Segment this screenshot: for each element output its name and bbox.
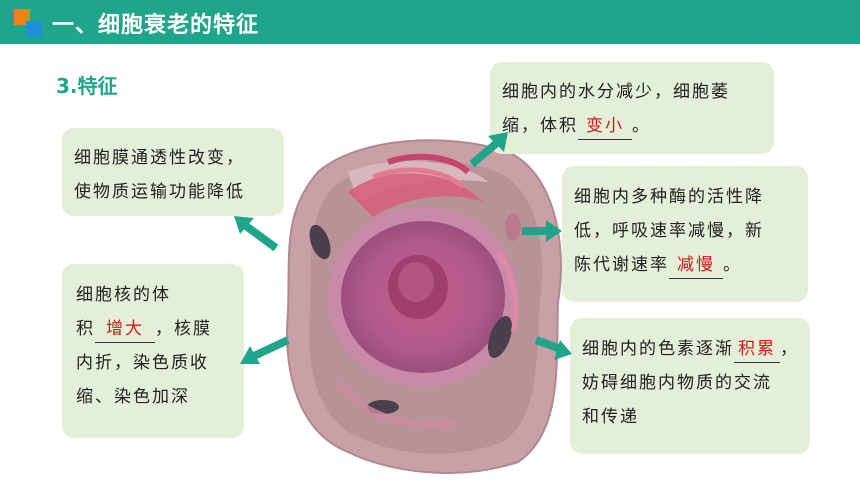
nucleus-line-1: 细胞核的体 (76, 285, 171, 305)
feature-box-water: 细胞内的水分减少，细胞萎 缩，体积变小。 (490, 62, 774, 154)
arrow-to-pigment (534, 336, 572, 360)
arrow-to-nucleus (240, 336, 290, 364)
water-line-2-post: 。 (632, 116, 651, 136)
arrow-to-membrane (234, 216, 279, 252)
section-label: 3.特征 (56, 74, 118, 98)
pigment-answer: 积累 (734, 336, 780, 363)
pigment-line-3: 和传递 (582, 407, 639, 427)
nucleus-line-3: 内折，染色质收 (76, 353, 209, 373)
feature-box-enzyme: 细胞内多种酶的活性降 低，呼吸速率减慢，新 陈代谢速率减慢。 (562, 166, 808, 302)
page-title: 一、细胞衰老的特征 (52, 13, 260, 38)
water-line-1: 细胞内的水分减少，细胞萎 (502, 82, 730, 102)
pigment-line-2: 妨碍细胞内物质的交流 (582, 373, 772, 393)
arrow-to-enzyme (522, 220, 562, 242)
membrane-line-2: 使物质运输功能降低 (74, 182, 245, 202)
enzyme-answer: 减慢 (669, 252, 723, 279)
feature-box-nucleus: 细胞核的体 积增大，核膜 内折，染色质收 缩、染色加深 (62, 264, 244, 438)
enzyme-line-3-pre: 陈代谢速率 (574, 255, 669, 275)
arrow-to-water (469, 132, 508, 168)
feature-box-pigment: 细胞内的色素逐渐积累， 妨碍细胞内物质的交流 和传递 (570, 318, 810, 454)
title-bar: 一、细胞衰老的特征 (0, 0, 860, 44)
enzyme-line-3-post: 。 (723, 255, 742, 275)
enzyme-line-2: 低，呼吸速率减慢，新 (574, 221, 764, 241)
logo-square-blue (26, 21, 42, 37)
enzyme-line-1: 细胞内多种酶的活性降 (574, 187, 764, 207)
water-answer: 变小 (578, 113, 632, 140)
nucleus-line-2-post: ，核膜 (155, 319, 212, 339)
feature-box-membrane: 细胞膜通透性改变， 使物质运输功能降低 (62, 128, 284, 216)
pigment-line-1-post: ， (780, 339, 799, 359)
water-line-2-pre: 缩，体积 (502, 116, 578, 136)
pigment-line-1-pre: 细胞内的色素逐渐 (582, 339, 734, 359)
nucleus-line-2-pre: 积 (76, 319, 95, 339)
nucleus-answer: 增大 (95, 316, 155, 343)
aging-cell-illustration (286, 139, 562, 474)
membrane-line-1: 细胞膜通透性改变， (74, 148, 245, 168)
nucleus-line-4: 缩、染色加深 (76, 387, 190, 407)
